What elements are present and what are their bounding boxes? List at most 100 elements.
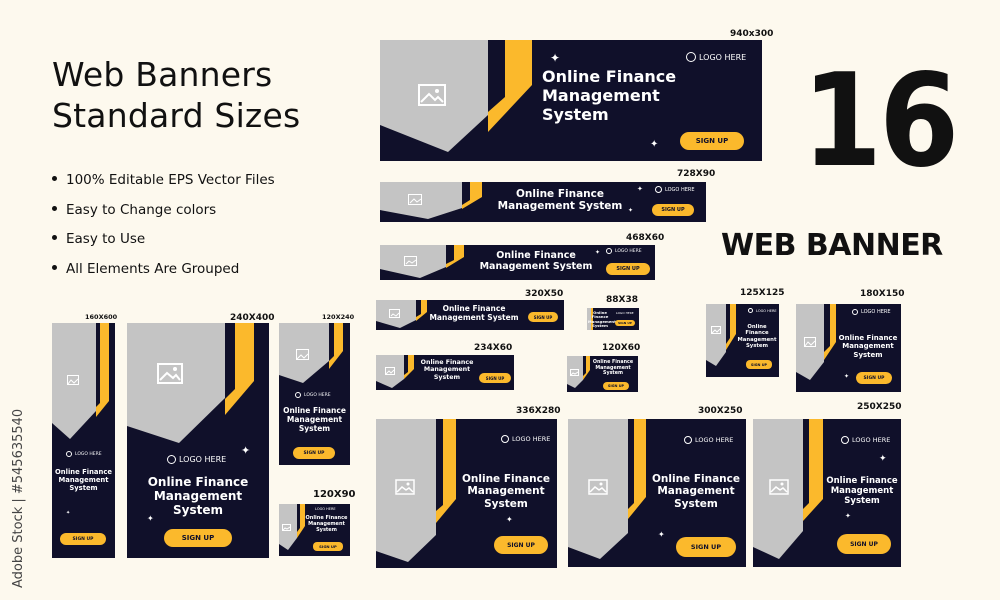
sign-up-button[interactable]: SIGN UP <box>164 529 232 547</box>
image-placeholder-icon <box>389 309 400 318</box>
logo-icon <box>841 436 849 444</box>
sign-up-button[interactable]: SIGN UP <box>615 320 635 326</box>
sparkle-icon: ✦ <box>628 207 634 214</box>
banner-300x250: LOGO HERE Online Finance Management Syst… <box>568 419 746 567</box>
size-label: 468X60 <box>626 233 665 243</box>
logo: LOGO HERE <box>684 436 733 444</box>
banner-180x150: LOGO HERE Online Finance Management Syst… <box>796 304 901 392</box>
logo: LOGO HERE <box>686 52 746 62</box>
sign-up-button[interactable]: SIGN UP <box>837 534 891 554</box>
image-placeholder-icon <box>282 524 291 531</box>
sparkle-icon: ✦ <box>550 51 561 65</box>
banner-125x125: LOGO HERE Online Finance Management Syst… <box>706 304 779 377</box>
banner-headline: Online Finance Management System <box>497 188 623 213</box>
image-placeholder-icon <box>385 367 395 375</box>
banner-art <box>279 323 343 383</box>
sign-up-button[interactable]: SIGN UP <box>856 372 892 384</box>
logo-icon <box>748 308 753 313</box>
logo: LOGO HERE <box>167 455 226 464</box>
logo-icon <box>295 392 301 398</box>
sign-up-button[interactable]: SIGN UP <box>293 447 335 459</box>
image-placeholder-icon <box>157 363 183 384</box>
banner-468x60: LOGO HERE Online Finance Management Syst… <box>380 245 655 280</box>
watermark-id: Adobe Stock | #545635540 <box>11 408 26 588</box>
sign-up-button[interactable]: SIGN UP <box>479 373 511 383</box>
banner-234x60: Online Finance Management System SIGN UP <box>376 355 514 390</box>
sparkle-icon: ✦ <box>845 512 851 520</box>
logo-icon <box>167 455 176 464</box>
banner-headline: Online Finance Management System <box>147 475 249 518</box>
image-placeholder-icon <box>395 479 415 495</box>
image-placeholder-icon <box>67 375 79 385</box>
image-placeholder-icon <box>408 194 422 205</box>
sign-up-button[interactable]: SIGN UP <box>60 533 106 545</box>
size-label: 320X50 <box>525 289 564 299</box>
page-title: Web Banners Standard Sizes <box>52 54 300 136</box>
banner-120x90: LOGO HERE Online Finance Management Syst… <box>279 504 350 556</box>
size-label: 120X240 <box>322 313 355 321</box>
image-placeholder-icon <box>404 256 417 266</box>
feature-item: 100% Editable EPS Vector Files <box>52 172 275 188</box>
banner-headline: Online Finance Management System <box>588 310 616 329</box>
title-line-1: Web Banners <box>52 55 273 94</box>
sign-up-button[interactable]: SIGN UP <box>676 537 736 557</box>
sign-up-button[interactable]: SIGN UP <box>494 536 548 554</box>
banner-120x240: LOGO HERE Online Finance Management Syst… <box>279 323 350 465</box>
banner-headline: Online Finance Management System <box>479 250 593 273</box>
sparkle-icon: ✦ <box>658 530 665 539</box>
size-label: 728X90 <box>677 169 716 179</box>
banner-headline: Online Finance Management System <box>429 304 519 322</box>
sparkle-icon: ✦ <box>637 185 643 193</box>
banner-320x50: Online Finance Management System SIGN UP <box>376 300 564 330</box>
logo-icon <box>686 52 696 62</box>
banner-728x90: LOGO HERE Online Finance Management Syst… <box>380 182 706 222</box>
feature-text: Easy to Change colors <box>66 202 217 218</box>
logo: LOGO HERE <box>295 392 331 398</box>
logo-icon <box>501 435 509 443</box>
image-placeholder-icon <box>769 479 789 495</box>
banner-count: 16 <box>802 47 959 196</box>
feature-item: All Elements Are Grouped <box>52 261 239 277</box>
size-label: 250X250 <box>857 402 902 412</box>
image-placeholder-icon <box>296 349 309 360</box>
sign-up-button[interactable]: SIGN UP <box>313 542 343 551</box>
size-label: 120X60 <box>602 343 641 353</box>
size-label: 160X600 <box>85 313 118 321</box>
banner-art <box>587 308 593 330</box>
sparkle-icon: ✦ <box>506 515 513 524</box>
logo: LOGO HERE <box>748 308 777 313</box>
size-label: 940x300 <box>730 29 774 39</box>
image-placeholder-icon <box>711 326 721 334</box>
sign-up-button[interactable]: SIGN UP <box>603 382 629 390</box>
sign-up-button[interactable]: SIGN UP <box>606 263 650 275</box>
logo: LOGO HERE <box>606 248 642 254</box>
banner-headline: Online Finance Management System <box>420 359 474 381</box>
banner-art <box>279 504 305 550</box>
feature-text: All Elements Are Grouped <box>66 261 240 277</box>
banner-headline: Online Finance Management System <box>737 324 777 349</box>
sign-up-button[interactable]: SIGN UP <box>528 312 558 322</box>
logo: LOGO HERE <box>315 507 336 511</box>
logo: LOGO HERE <box>852 309 891 315</box>
banner-headline: Online Finance Management System <box>826 476 898 507</box>
banner-headline: Online Finance Management System <box>651 473 740 510</box>
logo-icon <box>684 436 692 444</box>
sign-up-button[interactable]: SIGN UP <box>680 132 744 150</box>
banner-art <box>567 356 590 388</box>
sparkle-icon: ✦ <box>66 510 71 516</box>
banner-120x60: Online Finance Management System SIGN UP <box>567 356 638 392</box>
size-label: 180X150 <box>860 289 905 299</box>
banner-art <box>380 245 464 278</box>
sparkle-icon: ✦ <box>147 514 154 523</box>
sign-up-button[interactable]: SIGN UP <box>746 360 772 369</box>
sparkle-icon: ✦ <box>844 373 850 380</box>
banner-headline: Online Finance Management System <box>283 406 346 433</box>
logo-icon <box>66 451 72 457</box>
feature-item: Easy to Change colors <box>52 202 216 218</box>
banner-art <box>706 304 736 366</box>
banner-count-label: WEB BANNER <box>721 228 943 263</box>
logo: LOGO HERE <box>501 435 550 443</box>
logo: LOGO HERE <box>841 436 890 444</box>
size-label: 240X400 <box>230 313 275 323</box>
sign-up-button[interactable]: SIGN UP <box>652 204 694 216</box>
